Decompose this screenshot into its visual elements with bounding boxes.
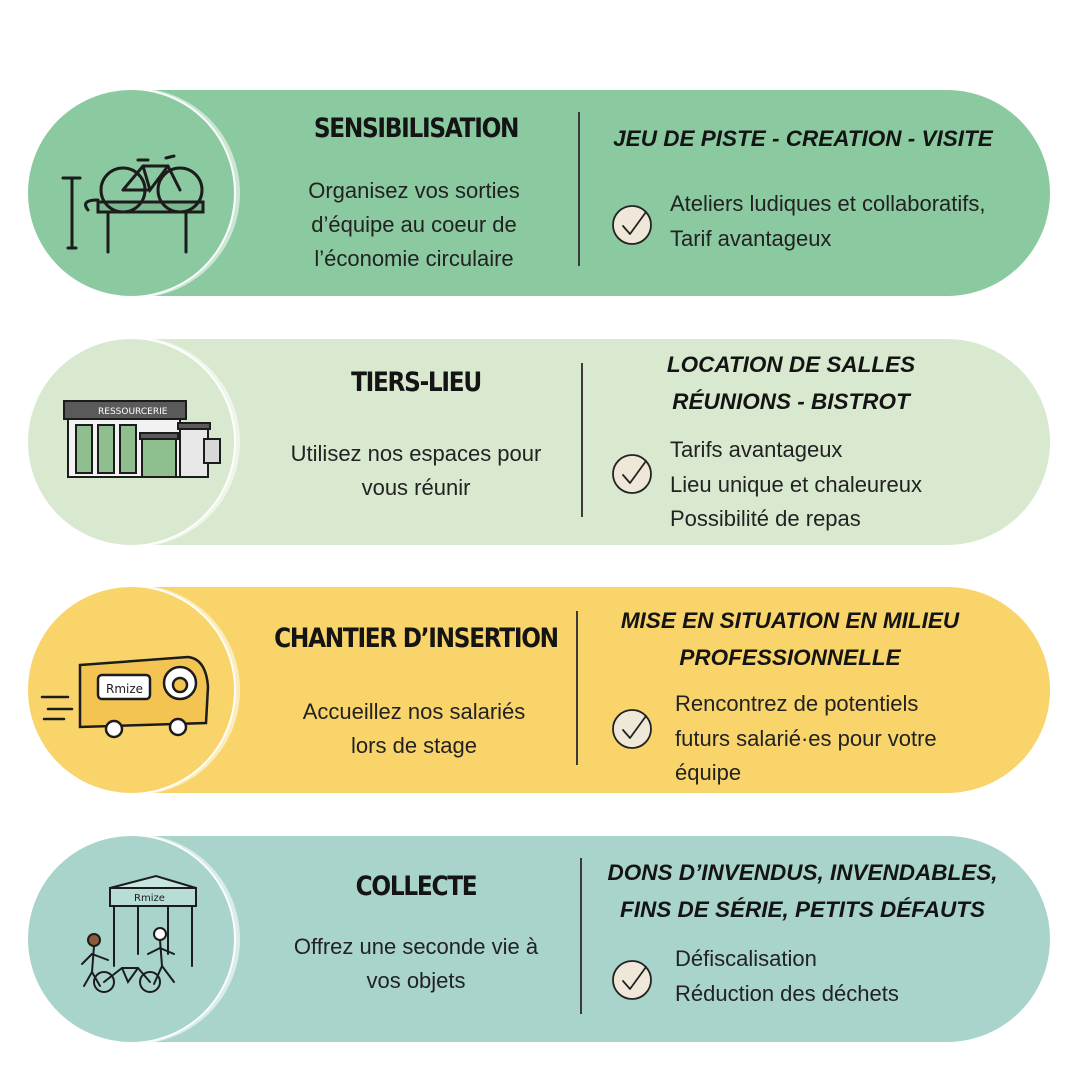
subtitle-line: MISE EN SITUATION EN MILIEU bbox=[620, 608, 960, 633]
benefit-item: Tarifs avantageux bbox=[670, 437, 843, 462]
benefit-item: Tarif avantageux bbox=[670, 225, 832, 251]
benefit-item: Défiscalisation bbox=[675, 946, 817, 971]
bicycle-repair-stand-icon bbox=[61, 154, 205, 254]
card-divider bbox=[580, 858, 582, 1014]
description-line: vos objets bbox=[366, 968, 466, 993]
card-description: Offrez une seconde vie à vos objets bbox=[246, 930, 586, 998]
check-circle-icon bbox=[612, 205, 652, 245]
card-title: CHANTIER D’INSERTION bbox=[274, 623, 559, 654]
card-sensibilisation: SENSIBILISATION Organisez vos sorties d’… bbox=[28, 90, 1050, 296]
van-logo: Rmize bbox=[106, 682, 143, 696]
benefit-item: futurs salarié·es pour votre bbox=[675, 725, 937, 751]
card-description: Organisez vos sorties d’équipe au coeur … bbox=[254, 174, 574, 276]
card-subtitle: DONS D’INVENDUS, INVENDABLES, FINS DE SÉ… bbox=[590, 854, 1015, 928]
card-benefits: Défiscalisation Réduction des déchets bbox=[675, 942, 899, 1011]
card-icon-circle: RESSOURCERIE bbox=[28, 339, 234, 545]
benefit-item: Rencontrez de potentiels bbox=[675, 691, 919, 716]
subtitle-line: FINS DE SÉRIE, PETITS DÉFAUTS bbox=[619, 897, 986, 922]
benefit-item: Lieu unique et chaleureux bbox=[670, 471, 922, 497]
benefit-item: Réduction des déchets bbox=[675, 980, 899, 1006]
description-line: Offrez une seconde vie à bbox=[293, 934, 539, 959]
description-line: Organisez vos sorties bbox=[308, 178, 520, 203]
card-tiers-lieu: RESSOURCERIE TIERS-LIEU Utilisez nos esp… bbox=[28, 339, 1050, 545]
description-line: vous réunir bbox=[361, 475, 471, 500]
subtitle-line: RÉUNIONS - BISTROT bbox=[672, 389, 910, 414]
description-line: Utilisez nos espaces pour bbox=[290, 441, 542, 466]
benefit-item: Possibilité de repas bbox=[670, 506, 861, 531]
check-circle-icon bbox=[612, 454, 652, 494]
card-divider bbox=[578, 112, 580, 266]
card-title: COLLECTE bbox=[355, 871, 478, 902]
subtitle-line: PROFESSIONNELLE bbox=[679, 645, 901, 670]
card-subtitle: JEU DE PISTE - CREATION - VISITE bbox=[593, 120, 1013, 157]
card-divider bbox=[581, 363, 583, 517]
delivery-van-icon: Rmize bbox=[40, 655, 210, 739]
description-line: l’économie circulaire bbox=[314, 246, 514, 271]
card-chantier-insertion: Rmize CHANTIER D’INSERTION Accueillez no… bbox=[28, 587, 1050, 793]
card-title: SENSIBILISATION bbox=[313, 113, 520, 144]
subtitle-line: LOCATION DE SALLES bbox=[666, 352, 916, 377]
card-divider bbox=[576, 611, 578, 765]
subtitle-line: JEU DE PISTE - CREATION - VISITE bbox=[613, 126, 993, 151]
collection-tent-icon: Rmize bbox=[81, 874, 197, 993]
card-icon-circle: Rmize bbox=[28, 587, 234, 793]
card-benefits: Rencontrez de potentiels futurs salarié·… bbox=[675, 687, 937, 791]
description-line: lors de stage bbox=[351, 733, 477, 758]
building-sign: RESSOURCERIE bbox=[98, 407, 168, 417]
description-line: d’équipe au coeur de bbox=[311, 212, 517, 237]
card-icon-circle bbox=[28, 90, 234, 296]
benefit-item: équipe bbox=[675, 760, 742, 785]
card-subtitle: LOCATION DE SALLES RÉUNIONS - BISTROT bbox=[601, 346, 981, 420]
benefit-item: Ateliers ludiques et collaboratifs, bbox=[670, 191, 986, 216]
description-line: Accueillez nos salariés bbox=[302, 699, 526, 724]
check-circle-icon bbox=[612, 709, 652, 749]
card-collecte: Rmize COLLECTE Offrez une seconde vie à … bbox=[28, 836, 1050, 1042]
subtitle-line: DONS D’INVENDUS, INVENDABLES, bbox=[607, 860, 998, 885]
card-subtitle: MISE EN SITUATION EN MILIEU PROFESSIONNE… bbox=[590, 602, 990, 676]
card-description: Accueillez nos salariés lors de stage bbox=[254, 695, 574, 763]
card-icon-circle: Rmize bbox=[28, 836, 234, 1042]
card-benefits: Ateliers ludiques et collaboratifs, Tari… bbox=[670, 187, 986, 256]
card-description: Utilisez nos espaces pour vous réunir bbox=[246, 437, 586, 505]
check-circle-icon bbox=[612, 960, 652, 1000]
card-title: TIERS-LIEU bbox=[351, 367, 482, 398]
storefront-building-icon: RESSOURCERIE bbox=[63, 400, 221, 478]
tent-logo: Rmize bbox=[134, 893, 165, 904]
card-benefits: Tarifs avantageux Lieu unique et chaleur… bbox=[670, 433, 922, 537]
